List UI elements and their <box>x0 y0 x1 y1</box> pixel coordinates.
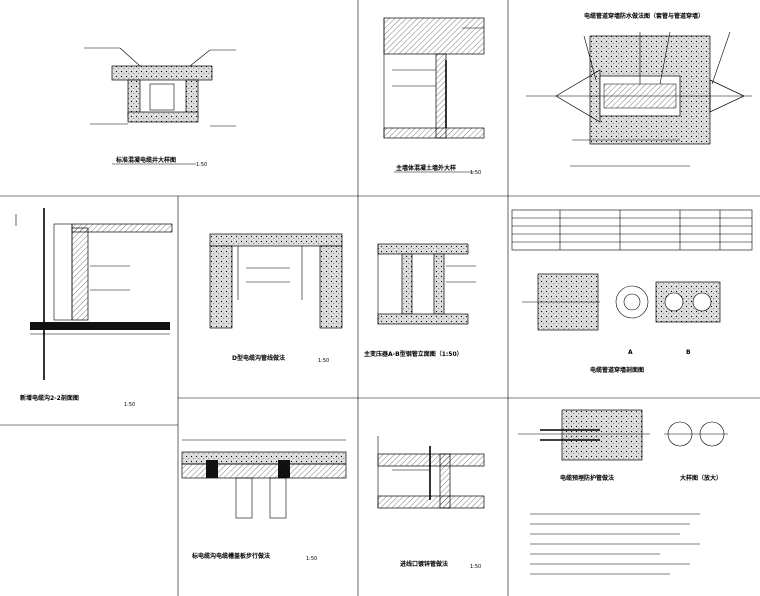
panel-9-caption: 进线口镀锌管做法 <box>400 560 448 568</box>
panel-d-trench: D型电缆沟管线做法 1:50 <box>209 233 343 364</box>
panel-pipe-sections: A B 电缆管道穿墙剖面图 <box>511 209 753 374</box>
panel-wall-detail: 主墙体混凝土墙外大样 1:50 <box>383 17 485 176</box>
panel-1-scale: 1:50 <box>196 162 207 168</box>
panel-6-caption: 主变压器A-B型钢管立面图（1:50） <box>364 350 463 358</box>
panel-protective-pipe: 电缆预埋防护管做法 大样图（放大） <box>518 409 728 575</box>
panel-2-scale: 1:50 <box>470 170 481 176</box>
panel-2-caption: 主墙体混凝土墙外大样 <box>396 164 456 172</box>
panel-pipe-through-wall: 电缆管道穿墙防水做法图（套管与管道穿墙） <box>526 12 752 167</box>
panel-5-scale: 1:50 <box>318 358 329 364</box>
panel-4-caption: 新增电缆沟2-2剖面图 <box>20 394 79 402</box>
panel-10-caption: 电缆预埋防护管做法 <box>560 474 614 482</box>
panel-cable-well: 标准混凝电缆井大样图 1:50 <box>84 47 236 168</box>
panel-trench-section: 新增电缆沟2-2剖面图 1:50 <box>15 208 173 408</box>
panel-11-caption: 大样图（放大） <box>680 474 722 482</box>
section-a-label: A <box>628 349 633 356</box>
section-b-label: B <box>686 349 691 356</box>
panel-7-caption: 电缆管道穿墙剖面图 <box>590 366 644 374</box>
panel-3-title: 电缆管道穿墙防水做法图（套管与管道穿墙） <box>584 12 704 20</box>
panel-8-scale: 1:50 <box>306 556 317 562</box>
panel-inlet-pipe: 进线口镀锌管做法 1:50 <box>377 436 485 570</box>
panel-trench-cover: 标电缆沟电缆槽盖板步行做法 1:50 <box>181 439 347 562</box>
panel-4-scale: 1:50 <box>124 402 135 408</box>
panel-5-caption: D型电缆沟管线做法 <box>232 354 285 362</box>
panel-8-caption: 标电缆沟电缆槽盖板步行做法 <box>191 552 270 560</box>
panel-steel-pipe-elevation: 主变压器A-B型钢管立面图（1:50） <box>364 243 476 358</box>
panel-9-scale: 1:50 <box>470 564 481 570</box>
panel-1-caption: 标准混凝电缆井大样图 <box>115 156 176 164</box>
